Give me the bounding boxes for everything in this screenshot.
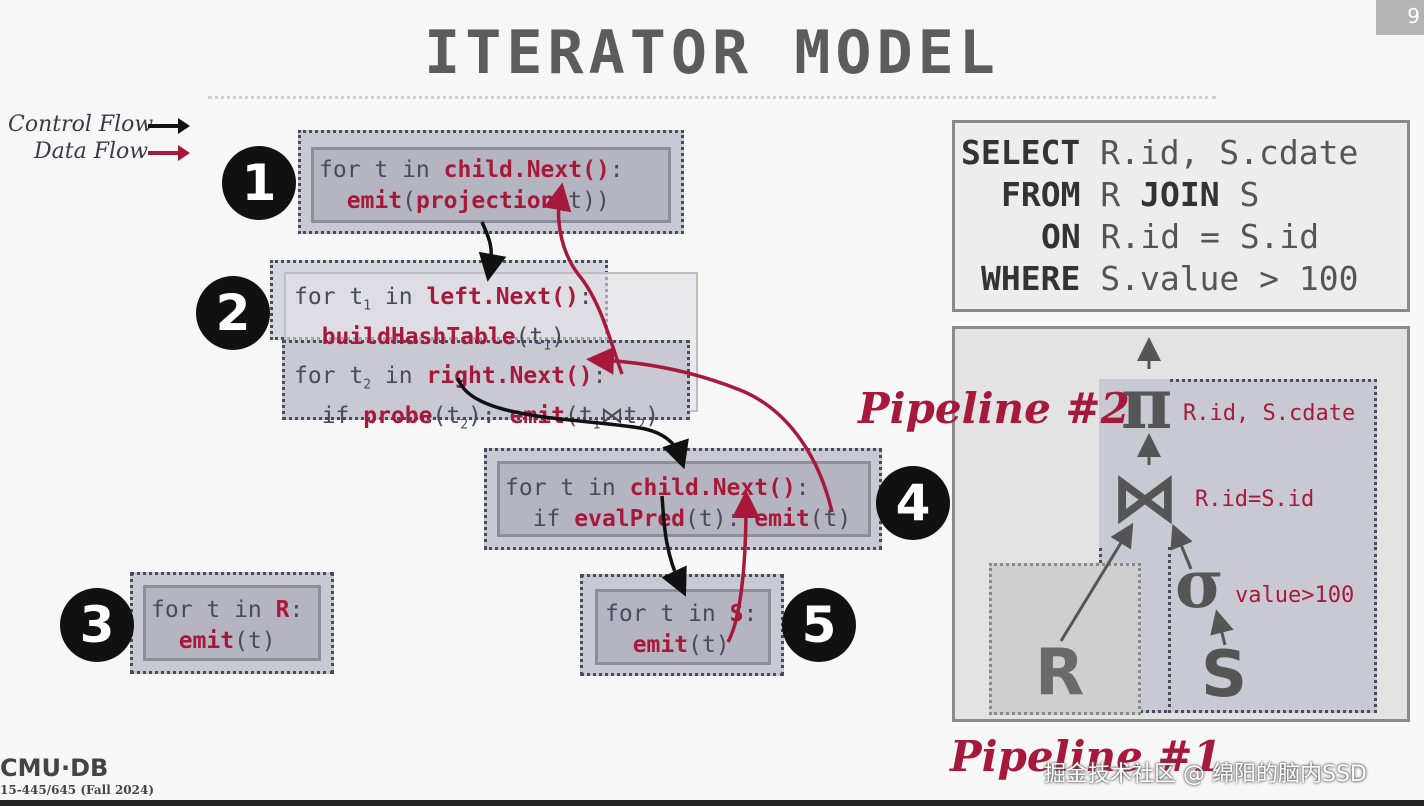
step-2-badge: 2: [196, 276, 270, 350]
relation-s: S: [1201, 638, 1248, 712]
operator-2-code: for t1 in left.Next(): buildHashTable(t1…: [294, 284, 660, 433]
sql-line-from: FROM R JOIN S: [1001, 175, 1260, 214]
sql-line-on: ON R.id = S.id: [1041, 217, 1320, 256]
operator-3-code: for t in R: emit(t): [151, 597, 304, 654]
operator-3-inner: [143, 585, 321, 661]
selection-symbol: σ: [1175, 545, 1224, 623]
sql-line-where: WHERE S.value > 100: [981, 259, 1359, 298]
operator-5-code: for t in S: emit(t): [605, 601, 758, 658]
plan-edges: [1059, 337, 1234, 646]
edge-s-to-selection: [1210, 609, 1234, 646]
title-divider: [208, 96, 1216, 99]
operator-4-box: for t in child.Next(): if evalPred(t): e…: [484, 448, 882, 550]
sql-line-select: SELECT R.id, S.cdate: [961, 133, 1359, 172]
step-5-badge: 5: [782, 588, 856, 662]
relation-r: R: [1035, 636, 1085, 710]
cmu-db-logo: CMU·DB: [0, 754, 109, 782]
edge-r-to-join: [1059, 522, 1134, 642]
bottom-bar: [0, 800, 1424, 806]
projection-symbol: π: [1121, 362, 1173, 445]
legend-control-flow-label: Control Flow: [8, 112, 154, 137]
legend-data-flow-label: Data Flow: [34, 139, 149, 164]
join-label: R.id=S.id: [1195, 487, 1315, 512]
course-label: 15-445/645 (Fall 2024): [0, 783, 155, 797]
legend-data-arrow: [148, 145, 190, 161]
edge-selection-to-join: [1170, 523, 1193, 570]
step-4-badge: 4: [876, 466, 950, 540]
selection-label: value>100: [1235, 583, 1355, 608]
operator-5-box: for t in S: emit(t): [580, 574, 784, 676]
slide-title: ITERATOR MODEL: [424, 18, 1000, 88]
operator-4-code: for t in child.Next(): if evalPred(t): e…: [505, 475, 852, 532]
operator-1-box: for t in child.Next(): emit(projection(t…: [298, 130, 684, 234]
pipeline-1-label: Pipeline #1: [950, 732, 1222, 781]
join-symbol: ⋈: [1111, 459, 1179, 538]
pipeline-2-label: Pipeline #2: [858, 384, 1130, 433]
query-plan-box: π R.id, S.cdate ⋈ R.id=S.id σ value>100 …: [952, 326, 1410, 722]
projection-label: R.id, S.cdate: [1183, 401, 1356, 426]
watermark-text: 掘金技术社区 @ 绵阳的脑内SSD: [1044, 762, 1367, 787]
step-1-badge: 1: [222, 146, 296, 220]
legend-control-arrow: [148, 118, 190, 134]
page-number: 9: [1376, 0, 1424, 35]
operator-1-code: for t in child.Next(): emit(projection(t…: [319, 157, 624, 214]
operator-3-box: for t in R: emit(t): [130, 572, 334, 674]
step-3-badge: 3: [60, 588, 134, 662]
pipeline-1-region: [989, 563, 1141, 715]
sql-query-box: SELECT R.id, S.cdate FROM R JOIN S ON R.…: [952, 120, 1410, 312]
